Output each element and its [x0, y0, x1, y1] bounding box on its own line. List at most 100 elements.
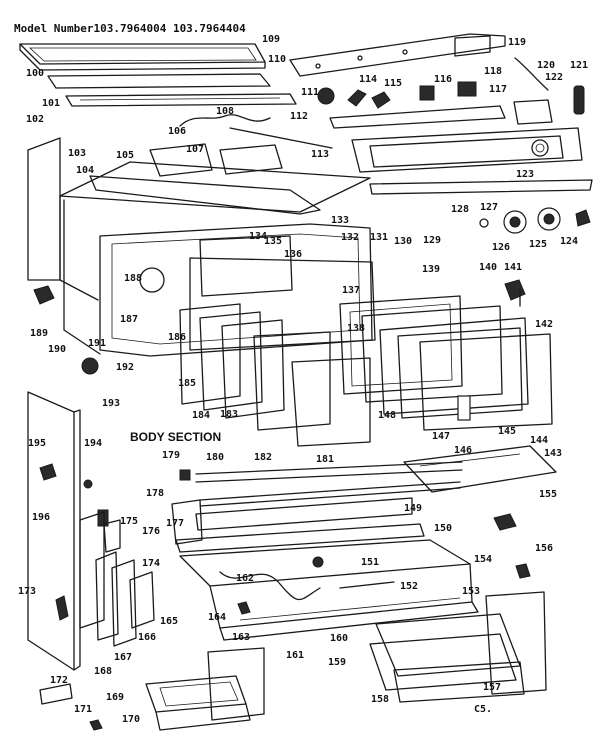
part-label-131: 131 — [370, 232, 388, 243]
part-label-127: 127 — [480, 202, 498, 213]
part-label-178: 178 — [146, 488, 164, 499]
part-label-189: 189 — [30, 328, 48, 339]
part-label-164: 164 — [208, 612, 226, 623]
part-label-140: 140 — [479, 262, 497, 273]
part-label-170: 170 — [122, 714, 140, 725]
oven-body-drawing — [27, 137, 373, 357]
part-label-187: 187 — [120, 314, 138, 325]
part-label-193: 193 — [102, 398, 120, 409]
part-label-155: 155 — [539, 489, 557, 500]
part-label-143: 143 — [544, 448, 562, 459]
body-section-title: BODY SECTION — [130, 430, 221, 444]
part-label-102: 102 — [26, 114, 44, 125]
top-rail-drawing — [289, 33, 506, 77]
part-label-169: 169 — [106, 692, 124, 703]
part-label-113: 113 — [311, 149, 329, 160]
part-label-153: 153 — [462, 586, 480, 597]
part-172-drawing — [39, 683, 73, 705]
part-label-108: 108 — [216, 106, 234, 117]
part-label-138: 138 — [347, 323, 365, 334]
part-label-196: 196 — [32, 512, 50, 523]
part-label-192: 192 — [116, 362, 134, 373]
part-label-156: 156 — [535, 543, 553, 554]
part-label-162: 162 — [236, 573, 254, 584]
part-label-123: 123 — [516, 169, 534, 180]
bracket-178-drawing — [171, 499, 203, 545]
part-label-144: 144 — [530, 435, 548, 446]
part-label-101: 101 — [42, 98, 60, 109]
part-label-188: 188 — [124, 273, 142, 284]
part-label-157: 157 — [483, 682, 501, 693]
part-label-112: 112 — [290, 111, 308, 122]
part-label-126: 126 — [492, 242, 510, 253]
part-label-136: 136 — [284, 249, 302, 260]
part-label-110: 110 — [268, 54, 286, 65]
knobs-drawing — [479, 207, 591, 234]
part-label-195: 195 — [28, 438, 46, 449]
part-label-118: 118 — [484, 66, 502, 77]
part-label-103: 103 — [68, 148, 86, 159]
part-label-114: 114 — [359, 74, 377, 85]
model-number-header: Model Number103.7964004 103.7964404 — [14, 22, 246, 35]
broiler-pan-drawing — [145, 675, 251, 731]
part-label-146: 146 — [454, 445, 472, 456]
inner-doors-drawing — [179, 303, 371, 447]
part-number-labels: 1001011021031041051061071081091101111121… — [18, 34, 588, 725]
part-label-184: 184 — [192, 410, 210, 421]
part-171-drawing — [89, 719, 103, 731]
part-label-180: 180 — [206, 452, 224, 463]
part-label-179: 179 — [162, 450, 180, 461]
frame-150-drawing — [175, 523, 425, 553]
bracket-drawing — [513, 99, 553, 125]
part-label-133: 133 — [331, 215, 349, 226]
pan-161-drawing — [207, 647, 265, 721]
heater-element-drawing — [179, 461, 463, 507]
post-drawing — [573, 85, 585, 115]
part-label-171: 171 — [74, 704, 92, 715]
part-label-120: 120 — [537, 60, 555, 71]
part-label-125: 125 — [529, 239, 547, 250]
part-label-142: 142 — [535, 319, 553, 330]
trim-strips-drawing — [47, 73, 297, 107]
channels-drawing — [79, 511, 155, 647]
part-label-137: 137 — [342, 285, 360, 296]
part-label-176: 176 — [142, 526, 160, 537]
rod-drawing — [229, 127, 333, 149]
part-label-147: 147 — [432, 431, 450, 442]
clip-156-drawing — [515, 563, 531, 579]
side-panel-drawing — [27, 391, 81, 671]
knob-192-drawing — [81, 357, 99, 375]
switch-row-drawing — [317, 81, 506, 129]
part-label-139: 139 — [422, 264, 440, 275]
part-label-117: 117 — [489, 84, 507, 95]
probe-parts-drawing — [504, 279, 526, 307]
part-label-119: 119 — [508, 37, 526, 48]
part-label-165: 165 — [160, 616, 178, 627]
part-label-150: 150 — [434, 523, 452, 534]
part-label-161: 161 — [286, 650, 304, 661]
control-panel-drawing — [351, 127, 583, 173]
oven-liner-drawing — [189, 257, 376, 351]
part-label-141: 141 — [504, 262, 522, 273]
part-label-106: 106 — [168, 126, 186, 137]
probe-wire-drawing — [514, 57, 549, 91]
part-label-148: 148 — [378, 410, 396, 421]
clip-195-drawing — [39, 463, 57, 481]
part-label-163: 163 — [232, 632, 250, 643]
drawer-body-drawing — [179, 539, 479, 641]
part-label-128: 128 — [451, 204, 469, 215]
bottom-right-panel-drawing — [369, 591, 547, 703]
bolt-196-drawing — [97, 509, 109, 527]
part-label-177: 177 — [166, 518, 184, 529]
part-label-158: 158 — [371, 694, 389, 705]
part-label-194: 194 — [84, 438, 102, 449]
part-label-154: 154 — [474, 554, 492, 565]
page-code: C5. — [474, 704, 492, 715]
part-label-151: 151 — [361, 557, 379, 568]
part-label-172: 172 — [50, 675, 68, 686]
part-label-107: 107 — [186, 144, 204, 155]
part-label-160: 160 — [330, 633, 348, 644]
part-label-182: 182 — [254, 452, 272, 463]
part-label-185: 185 — [178, 378, 196, 389]
